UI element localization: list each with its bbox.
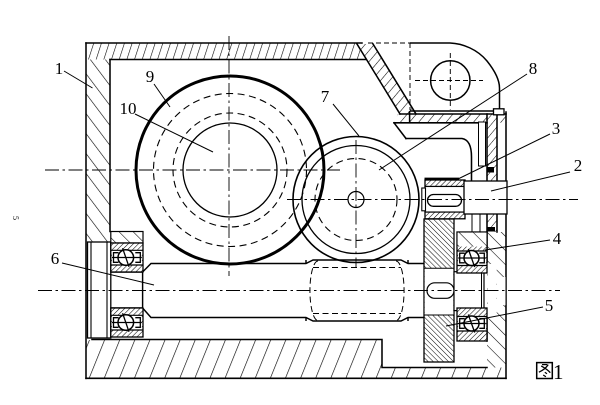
svg-text:1: 1 (553, 360, 564, 384)
svg-text:5: 5 (11, 216, 20, 220)
svg-text:1: 1 (55, 59, 64, 78)
svg-text:9: 9 (146, 67, 155, 86)
svg-text:3: 3 (552, 119, 561, 138)
svg-text:4: 4 (553, 229, 562, 248)
svg-text:2: 2 (574, 156, 583, 175)
svg-text:6: 6 (51, 249, 60, 268)
svg-text:7: 7 (321, 87, 330, 106)
svg-text:5: 5 (545, 296, 554, 315)
svg-text:8: 8 (529, 59, 538, 78)
svg-text:10: 10 (120, 99, 137, 118)
